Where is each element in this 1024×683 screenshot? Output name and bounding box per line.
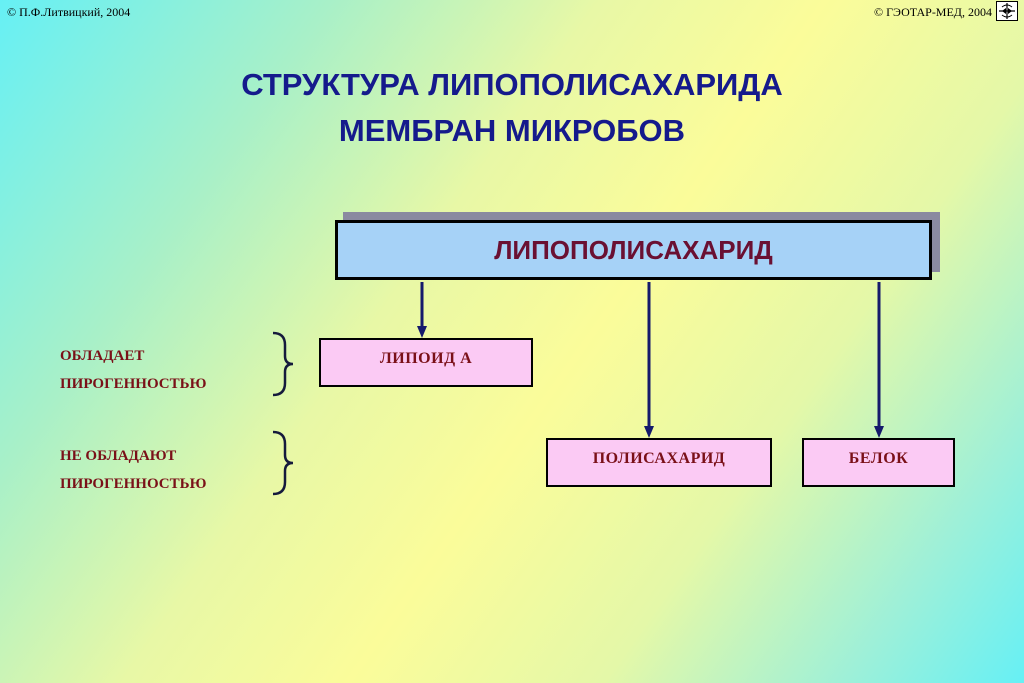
- title-line-1: СТРУКТУРА ЛИПОПОЛИСАХАРИДА: [241, 67, 783, 102]
- copyright-right: © ГЭОТАР-МЕД, 2004: [873, 5, 992, 19]
- navigation-logo-icon[interactable]: [996, 1, 1018, 21]
- child-node-label: ПОЛИСАХАРИД: [592, 450, 726, 467]
- arrow-to-protein: [874, 282, 884, 438]
- root-node-label: ЛИПОПОЛИСАХАРИД: [494, 234, 773, 265]
- child-node-label: БЕЛОК: [848, 450, 909, 467]
- page-title: СТРУКТУРА ЛИПОПОЛИСАХАРИДА МЕМБРАН МИКРО…: [0, 62, 1024, 154]
- side-label-line: ПИРОГЕННОСТЬЮ: [60, 476, 207, 492]
- brace-pyrogenic: [272, 331, 294, 397]
- side-label-non-pyrogenic: НЕ ОБЛАДАЮТ ПИРОГЕННОСТЬЮ: [60, 442, 206, 498]
- child-node-label: ЛИПОИД А: [379, 350, 473, 367]
- side-label-pyrogenic: ОБЛАДАЕТ ПИРОГЕННОСТЬЮ: [60, 342, 206, 398]
- brace-non-pyrogenic: [272, 430, 294, 496]
- root-node-lipopolysaccharide: ЛИПОПОЛИСАХАРИД: [335, 220, 932, 280]
- side-label-line: ПИРОГЕННОСТЬЮ: [60, 376, 207, 392]
- child-node-protein: БЕЛОК: [802, 438, 955, 487]
- side-label-line: ОБЛАДАЕТ: [60, 348, 145, 364]
- copyright-left: © П.Ф.Литвицкий, 2004: [7, 5, 131, 19]
- arrow-to-polysaccharide: [644, 282, 654, 438]
- side-label-line: НЕ ОБЛАДАЮТ: [60, 448, 177, 464]
- child-node-polysaccharide: ПОЛИСАХАРИД: [546, 438, 772, 487]
- title-line-2: МЕМБРАН МИКРОБОВ: [338, 113, 686, 148]
- child-node-lipoid-a: ЛИПОИД А: [319, 338, 533, 387]
- arrow-to-lipoid: [417, 282, 427, 338]
